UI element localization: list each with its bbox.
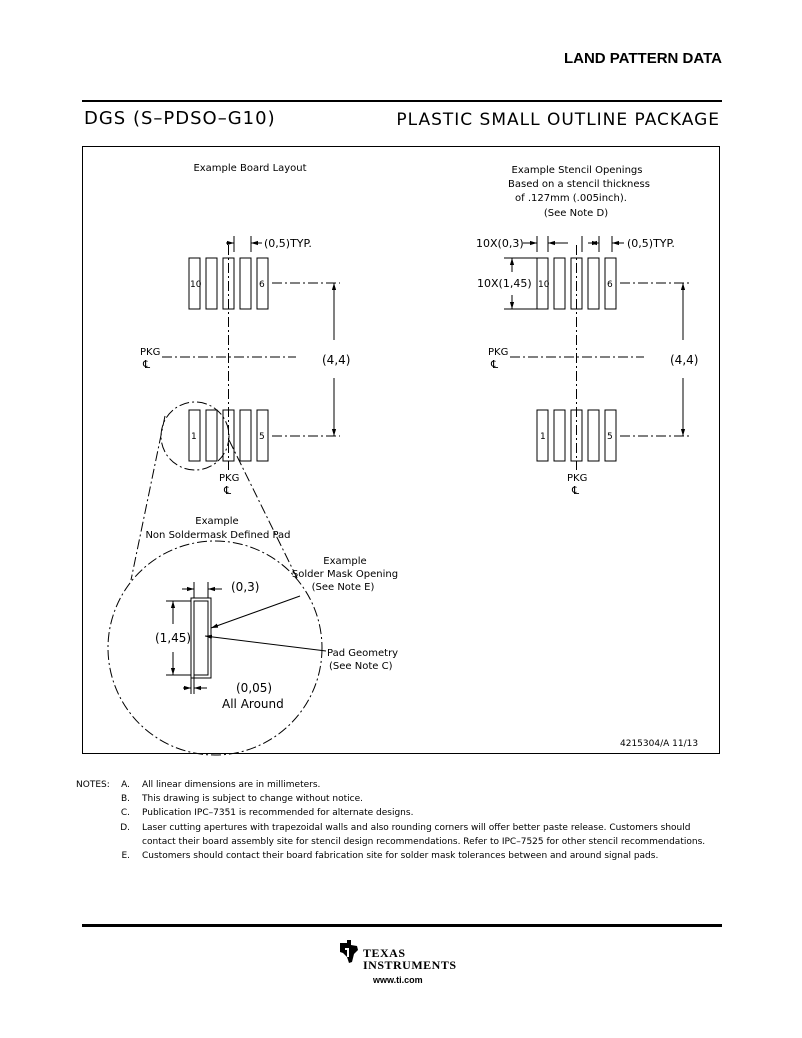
drawing-id: 4215304/A 11/13 [620,739,698,749]
header-rule [82,100,722,102]
note-c-letter: C. [120,808,130,818]
svg-text:Solder Mask Opening: Solder Mask Opening [292,569,398,580]
stencil-width-dim: 10X(0,3) [476,237,524,250]
notes-heading: NOTES: [76,780,110,790]
detail-callout-circle [160,401,230,471]
detail-pad-geometry-label: Pad Geometry (See Note C) [327,648,398,672]
board-pkg-label-bottom: PKG [219,473,239,484]
note-a-text: All linear dimensions are in millimeters… [142,780,321,790]
note-d-text-line1: Laser cutting apertures with trapezoidal… [142,823,691,833]
svg-text:(See Note D): (See Note D) [544,208,608,219]
board-span-dim: (4,4) [322,353,350,367]
stencil-cl-symbol-bottom: ℄ [571,484,579,497]
svg-text:(See Note C): (See Note C) [329,661,393,672]
svg-text:of .127mm (.005inch).: of .127mm (.005inch). [515,193,627,204]
svg-text:Example Stencil Openings: Example Stencil Openings [512,165,643,176]
svg-text:Pad Geometry: Pad Geometry [327,648,398,659]
board-pin-10: 10 [190,280,202,290]
detail-title: Example Non Soldermask Defined Pad [145,516,290,541]
board-pkg-label-left: PKG [140,347,160,358]
board-bottom-pads [188,409,269,462]
svg-text:Example: Example [323,556,366,567]
note-c-text: Publication IPC–7351 is recommended for … [142,808,414,818]
stencil-length-dim: 10X(1,45) [477,277,532,290]
detail-pad-length-dim: (1,45) [155,631,191,645]
stencil-title: Example Stencil Openings Based on a sten… [508,165,650,219]
note-e-text: Customers should contact their board fab… [142,851,659,861]
stencil-pin-10: 10 [538,280,550,290]
detail-pad-width-dim: (0,3) [231,580,259,594]
package-name: PLASTIC SMALL OUTLINE PACKAGE [396,110,720,130]
footer-brand-line2: INSTRUMENTS [363,958,457,972]
board-pin-6: 6 [259,280,265,290]
ti-logo-icon [340,940,358,963]
board-cl-symbol-left: ℄ [142,358,150,371]
note-d-text-line2: contact their board assembly site for st… [142,837,706,847]
stencil-pin-5: 5 [607,432,613,442]
note-d-letter: D. [120,823,130,833]
board-pin-1: 1 [191,432,197,442]
board-cl-symbol-bottom: ℄ [223,484,231,497]
board-pitch-dim: (0,5)TYP. [264,237,312,250]
svg-text:Based on a stencil thickness: Based on a stencil thickness [508,179,650,190]
note-b-letter: B. [120,794,130,804]
stencil-span-dim: (4,4) [670,353,698,367]
detail-enlarged-circle [107,540,323,756]
detail-clearance-dim: (0,05) [236,681,272,695]
stencil-pitch-dim: (0,5)TYP. [627,237,675,250]
stencil-pin-6: 6 [607,280,613,290]
detail-mask-label: Example Solder Mask Opening (See Note E) [292,556,398,593]
stencil-pin-1: 1 [540,432,546,442]
footer-url[interactable]: www.ti.com [373,975,423,985]
board-title: Example Board Layout [193,163,306,174]
footer-brand-line1: TEXAS [363,946,406,960]
package-code: DGS (S–PDSO–G10) [84,108,276,129]
footer-rule [82,924,722,927]
detail-clearance-note: All Around [222,697,284,711]
note-e-letter: E. [121,851,130,861]
stencil-pkg-label-left: PKG [488,347,508,358]
note-a-letter: A. [121,780,130,790]
note-b-text: This drawing is subject to change withou… [142,794,364,804]
stencil-pkg-label-bottom: PKG [567,473,587,484]
page-header-title: LAND PATTERN DATA [563,50,722,67]
pad-geometry [193,600,209,676]
stencil-bottom-apertures [536,409,617,462]
svg-text:Non Soldermask Defined Pad: Non Soldermask Defined Pad [145,530,290,541]
board-pin-5: 5 [259,432,265,442]
drawing-frame [82,146,720,754]
stencil-cl-symbol-left: ℄ [490,358,498,371]
svg-text:Example: Example [195,516,238,527]
svg-text:(See Note E): (See Note E) [312,582,375,593]
